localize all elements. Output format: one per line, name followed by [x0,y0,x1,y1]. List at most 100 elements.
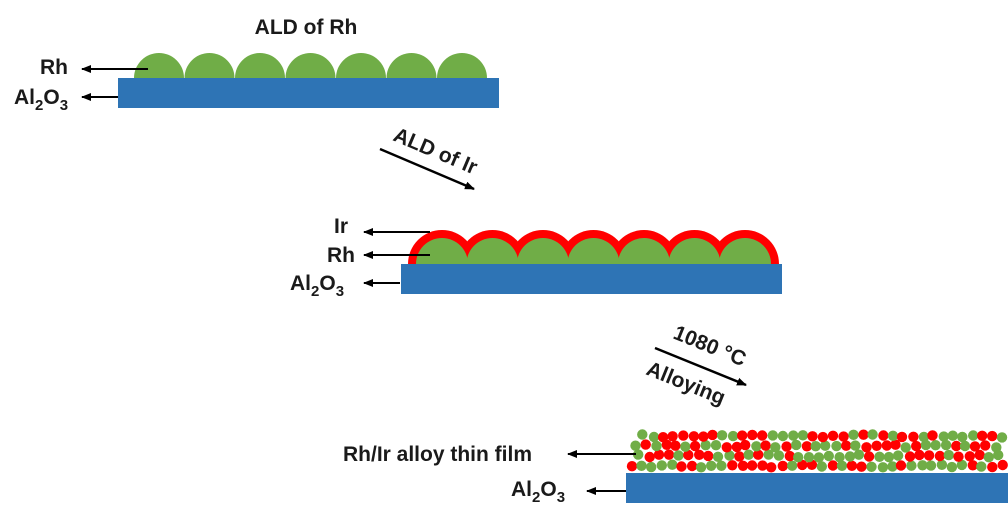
rh-particle [917,460,928,471]
ir-particle [737,460,749,471]
rh-particle [773,450,785,461]
rh-particle [700,440,711,451]
ir-particle [626,461,638,472]
ir-particle [766,462,777,473]
rh-particle [991,442,1002,453]
ir-particle [997,459,1008,471]
stage1-title: ALD of Rh [255,16,358,39]
rh-particle [887,461,898,472]
ir-particle [827,460,839,471]
ir-particle [977,430,988,441]
ir-particle [911,440,922,452]
ir-particle [974,449,985,461]
rh-particle [976,461,987,472]
ir-particle [734,451,745,462]
rh-particle [763,449,774,460]
ir-particle [890,439,901,450]
ir-particle [896,431,908,443]
ir-particle [707,429,718,441]
ir-particle [987,461,998,473]
rh-particle [767,430,778,441]
rh-particle [724,450,735,461]
rh-particle [820,440,831,451]
ir-particle [746,460,758,471]
ir-particle [670,440,681,451]
ir-particle [737,430,748,441]
step1-label: ALD of Ir [390,123,481,179]
rh-particle [633,449,644,460]
rh-particle [925,460,937,471]
ir-particle [846,460,858,471]
stage2-substrate-label: Al2O3 [290,272,344,300]
ir-particle [686,460,698,472]
rh-particle [788,430,799,441]
rh-island [235,53,285,78]
ir-particle [863,451,875,462]
rh-island [668,238,721,264]
ir-particle [653,449,665,460]
ir-particle [721,442,732,453]
ir-particle [895,460,907,471]
stage1-rh-label: Rh [40,56,68,79]
rh-particle [791,439,802,451]
ir-particle [703,450,714,462]
rh-island [285,52,336,78]
ir-particle [757,460,768,471]
rh-particle [938,431,949,442]
ir-particle [784,450,795,462]
rh-particle [930,440,941,451]
rh-particle [712,451,724,462]
rh-particle [667,459,678,470]
stage2-ir-label: Ir [334,215,348,238]
rh-particle [710,440,722,451]
ir-particle [817,431,829,443]
ir-particle [914,449,925,461]
rh-particle [810,441,821,452]
ir-particle [969,441,981,452]
rh-particle [646,461,657,473]
ir-particle [858,429,869,440]
rh-particle [751,441,762,452]
rh-particle [743,449,754,460]
rh-island [618,238,670,264]
ir-particle [953,451,964,462]
rh-particle [673,450,684,461]
ir-particle [951,440,962,452]
rh-particle [636,460,647,471]
ir-particle [676,461,687,472]
ir-particle [801,441,813,452]
ir-particle [781,441,792,452]
rh-island [719,238,771,264]
ir-particle [747,429,758,441]
ir-particle [698,431,709,442]
rh-particle [996,432,1008,443]
rh-particle [834,452,845,463]
ir-particle [904,451,916,462]
ir-particle [688,431,700,442]
rh-particle [656,460,667,471]
step1-group: ALD of Ir [379,123,481,191]
ir-particle [838,431,849,442]
ir-particle [878,430,889,441]
ir-particle [807,431,818,442]
rh-particle [906,460,917,471]
rh-particle [867,429,878,440]
rh-island [466,238,519,264]
ir-particle [740,439,751,451]
stage1-rh-islands [134,52,487,78]
ir-particle [861,442,872,453]
rh-particle [968,430,979,441]
ir-particle [797,459,808,471]
rh-island [517,238,569,264]
ir-particle [964,451,975,462]
stage3-film-label: Rh/Ir alloy thin film [343,443,532,466]
ir-particle [777,460,788,472]
ir-particle [927,430,938,441]
ir-particle [683,449,694,461]
stage3-alloy-particles [626,429,1008,473]
rh-island [184,52,235,78]
rh-particle [844,451,856,462]
step2-process-label: Alloying [643,357,728,409]
ir-particle [934,450,946,462]
